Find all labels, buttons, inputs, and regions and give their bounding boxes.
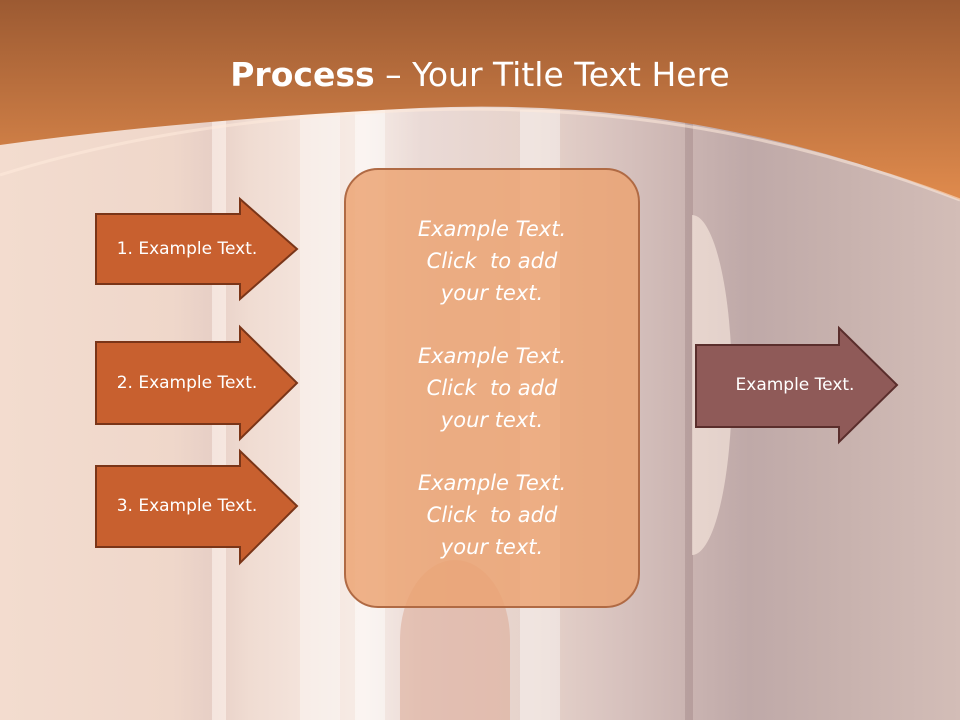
- arrow-shape: [95, 196, 299, 302]
- header-band-highlight: [0, 107, 960, 202]
- header-band: [0, 0, 960, 202]
- arrow-shape: [695, 325, 899, 445]
- result-arrow[interactable]: Example Text.: [695, 325, 899, 445]
- center-text-block-3: Example Text. Click to add your text.: [346, 467, 638, 563]
- process-arrow-label: 1. Example Text.: [116, 239, 258, 259]
- background-light-strip: [300, 110, 340, 720]
- process-arrow-2[interactable]: 2. Example Text.: [95, 324, 299, 442]
- center-text-box[interactable]: Example Text. Click to add your text. Ex…: [344, 168, 640, 608]
- arrow-shape: [95, 448, 299, 566]
- center-text-line: Example Text.: [417, 217, 567, 242]
- center-text-line: Example Text.: [417, 343, 567, 368]
- process-arrow-3[interactable]: 3. Example Text.: [95, 448, 299, 566]
- title-bold: Process: [230, 55, 375, 94]
- result-arrow-label: Example Text.: [735, 375, 855, 395]
- title-rest: – Your Title Text Here: [374, 55, 730, 94]
- process-arrow-1[interactable]: 1. Example Text.: [95, 196, 299, 302]
- background-dark-strip: [685, 110, 693, 720]
- center-text-line: your text.: [440, 281, 544, 306]
- center-text-line: Click to add: [426, 502, 558, 527]
- center-text-line: your text.: [440, 407, 544, 432]
- center-text-line: Click to add: [426, 375, 558, 400]
- center-text-line: Example Text.: [417, 470, 567, 495]
- center-text-line: your text.: [440, 534, 544, 559]
- page-title: Process – Your Title Text Here: [0, 50, 960, 100]
- process-arrow-label: 3. Example Text.: [116, 496, 258, 516]
- process-arrow-label: 2. Example Text.: [116, 373, 258, 393]
- center-text-line: Click to add: [426, 249, 558, 274]
- header-band-shape: [0, 0, 960, 200]
- center-text-block-2: Example Text. Click to add your text.: [346, 340, 638, 436]
- arrow-shape: [95, 324, 299, 442]
- center-text-block-1: Example Text. Click to add your text.: [346, 213, 638, 309]
